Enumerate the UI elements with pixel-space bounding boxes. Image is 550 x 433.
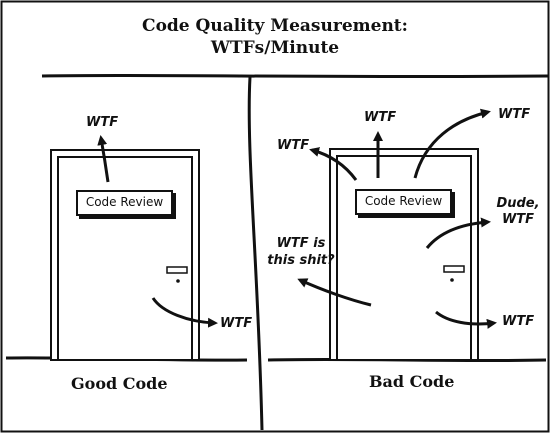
arrow-good-up xyxy=(97,135,110,183)
wtf-bad-top: WTF xyxy=(364,110,397,125)
wtf-bad-dude-line1: Dude, xyxy=(496,196,540,211)
wtf-bad-topright: WTF xyxy=(498,107,531,122)
code-review-sign-good: Code Review xyxy=(76,190,173,216)
arrow-bad-left xyxy=(309,147,358,181)
ceiling-line xyxy=(41,73,549,79)
wtf-good-top: WTF xyxy=(86,115,119,130)
comic-title-line1: Code Quality Measurement: xyxy=(142,16,408,36)
wtf-bad-shit-line1: WTF is xyxy=(276,236,326,251)
caption-bad-code: Bad Code xyxy=(369,372,455,391)
comic-title-line2: WTFs/Minute xyxy=(210,38,340,58)
caption-good-code: Good Code xyxy=(71,374,168,393)
door-right xyxy=(329,148,479,361)
wtf-good-right: WTF xyxy=(220,316,253,331)
arrow-bad-upright xyxy=(413,108,491,179)
code-review-sign-bad: Code Review xyxy=(355,189,452,215)
arrow-bad-shit xyxy=(297,278,372,307)
divider-line xyxy=(247,76,264,431)
arrow-bad-lowright xyxy=(435,310,497,329)
wtf-bad-dude-line2: WTF xyxy=(501,212,535,227)
wtf-bad-left: WTF xyxy=(277,138,310,153)
door-left xyxy=(50,149,200,361)
wtf-bad-shit-line2: this shit? xyxy=(267,253,335,268)
arrow-bad-dude xyxy=(425,217,491,249)
wtf-bad-lowright: WTF xyxy=(502,314,535,329)
arrow-good-right xyxy=(151,297,218,328)
